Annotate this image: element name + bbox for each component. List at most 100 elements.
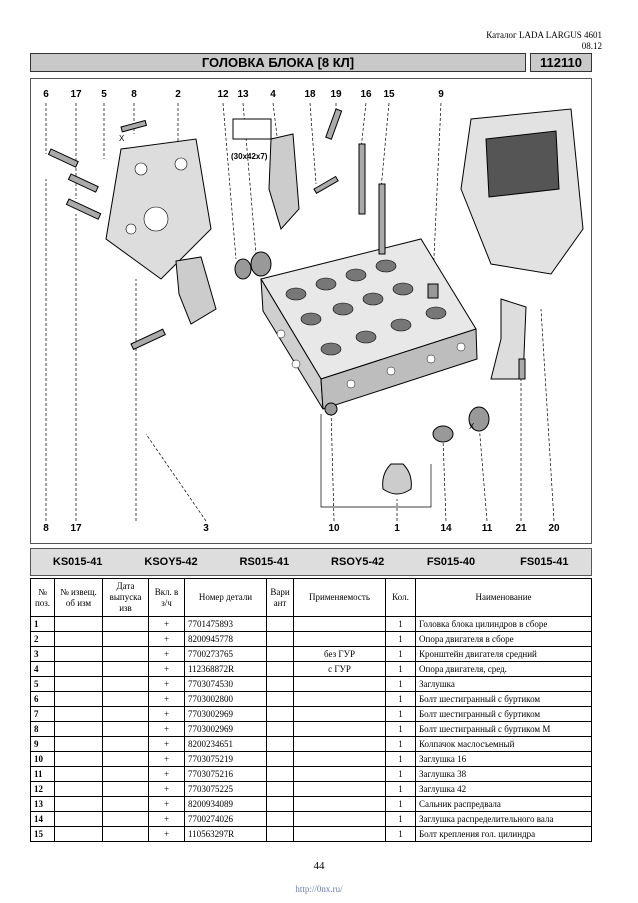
cell-part: 7703075225	[184, 781, 267, 797]
cell-incl: +	[148, 706, 185, 722]
footer-link[interactable]: http://0nx.ru/	[295, 884, 343, 894]
cell-pos: 8	[30, 721, 55, 737]
cell-var	[266, 661, 294, 677]
col-header-pos: № поз.	[30, 578, 55, 617]
callout-number: 12	[217, 89, 229, 100]
cell-qty: 1	[385, 676, 416, 692]
cell-applic	[293, 676, 386, 692]
cell-applic	[293, 826, 386, 842]
cell-var	[266, 631, 294, 647]
cell-name: Заглушка	[415, 676, 592, 692]
cell-applic	[293, 736, 386, 752]
cell-notice	[54, 751, 103, 767]
cell-qty: 1	[385, 781, 416, 797]
engine-code: RS015-41	[239, 556, 290, 568]
callout-number: 9	[438, 89, 444, 100]
callout-number: 2	[175, 89, 181, 100]
cell-notice	[54, 736, 103, 752]
page-number: 44	[313, 860, 325, 872]
callout-number: 3	[203, 523, 209, 534]
catalog-date: 08.12	[581, 41, 602, 51]
cell-name: Опора двигателя, сред.	[415, 661, 592, 677]
callout-number: 15	[383, 89, 395, 100]
engine-code: FS015-41	[520, 556, 569, 568]
cell-notice	[54, 616, 103, 632]
callout-number: 4	[270, 89, 276, 100]
callout-number: 14	[440, 523, 452, 534]
cell-name: Колпачок маслосъемный	[415, 736, 592, 752]
table-header-row: № поз. № извещ. об изм Дата выпуска изв …	[30, 578, 592, 617]
cell-pos: 12	[30, 781, 55, 797]
cell-applic	[293, 706, 386, 722]
cell-notice	[54, 661, 103, 677]
cell-name: Опора двигателя в сборе	[415, 631, 592, 647]
cell-date	[102, 661, 149, 677]
cell-date	[102, 631, 149, 647]
cell-var	[266, 766, 294, 782]
cell-part: 7701475893	[184, 616, 267, 632]
engine-code: KS015-41	[52, 556, 103, 568]
cell-incl: +	[148, 691, 185, 707]
callout-number: 21	[515, 523, 527, 534]
callout-number: 5	[101, 89, 107, 100]
cell-var	[266, 736, 294, 752]
cell-name: Болт крепления гол. цилиндра	[415, 826, 592, 842]
cell-notice	[54, 826, 103, 842]
cell-applic	[293, 811, 386, 827]
cell-part: 8200934089	[184, 796, 267, 812]
cell-part: 110563297R	[184, 826, 267, 842]
cell-date	[102, 691, 149, 707]
cell-name: Головка блока цилиндров в сборе	[415, 616, 592, 632]
cell-incl: +	[148, 781, 185, 797]
cell-pos: 10	[30, 751, 55, 767]
cell-incl: +	[148, 646, 185, 662]
cell-qty: 1	[385, 811, 416, 827]
cell-qty: 1	[385, 736, 416, 752]
cell-pos: 2	[30, 631, 55, 647]
cell-qty: 1	[385, 706, 416, 722]
cell-applic: без ГУР	[293, 646, 386, 662]
cell-pos: 7	[30, 706, 55, 722]
cell-incl: +	[148, 631, 185, 647]
diagram-drawing: (30x42x7) X X	[45, 102, 584, 522]
cell-name: Сальник распредвала	[415, 796, 592, 812]
cell-var	[266, 676, 294, 692]
cell-incl: +	[148, 736, 185, 752]
cell-qty: 1	[385, 826, 416, 842]
cell-applic	[293, 751, 386, 767]
cell-qty: 1	[385, 661, 416, 677]
cell-notice	[54, 811, 103, 827]
cell-date	[102, 706, 149, 722]
cell-pos: 13	[30, 796, 55, 812]
cell-date	[102, 796, 149, 812]
cell-pos: 15	[30, 826, 55, 842]
cell-date	[102, 721, 149, 737]
callout-number: 20	[548, 523, 560, 534]
cell-pos: 4	[30, 661, 55, 677]
cell-part: 7703075216	[184, 766, 267, 782]
cell-part: 8200945778	[184, 631, 267, 647]
cell-notice	[54, 796, 103, 812]
cell-incl: +	[148, 676, 185, 692]
cell-var	[266, 796, 294, 812]
title-bar: ГОЛОВКА БЛОКА [8 КЛ] 112110	[30, 53, 592, 72]
callout-number: 18	[304, 89, 316, 100]
cell-notice	[54, 691, 103, 707]
cell-applic	[293, 616, 386, 632]
cell-var	[266, 781, 294, 797]
cell-name: Заглушка 38	[415, 766, 592, 782]
cell-name: Болт шестигранный с буртиком	[415, 691, 592, 707]
cell-applic	[293, 781, 386, 797]
callout-number: 17	[70, 523, 82, 534]
cell-notice	[54, 631, 103, 647]
cell-name: Заглушка 42	[415, 781, 592, 797]
section-code: 112110	[530, 53, 592, 72]
cell-name: Кронштейн двигателя средний	[415, 646, 592, 662]
cell-date	[102, 616, 149, 632]
